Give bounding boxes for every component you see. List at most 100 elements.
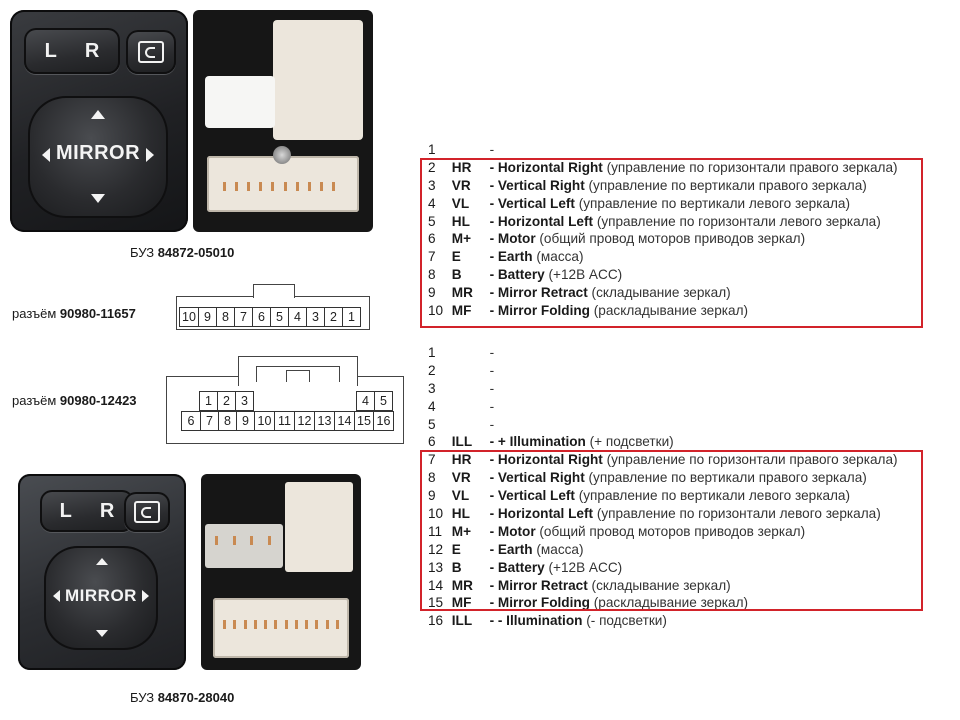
connector-housing-upper: [273, 20, 363, 140]
pinout-row: 9 VL - Vertical Left (управление по верт…: [428, 487, 898, 505]
pin-description: (общий провод моторов приводов зеркал): [539, 523, 806, 539]
connector-pins-latch: [215, 536, 271, 545]
key-label-l: L: [44, 39, 57, 62]
connector-10-pin: 8: [216, 307, 235, 327]
pin-description: (складывание зеркал): [591, 285, 731, 301]
pin-code: VL: [451, 488, 470, 504]
pinout-list-10-pin: 1 -2 HR - Horizontal Right (управление п…: [428, 141, 898, 320]
pin-number: 1: [428, 142, 436, 157]
pin-description: (управление по горизонтали правого зерка…: [606, 159, 898, 175]
pin-description: (раскладывание зеркал): [593, 595, 749, 611]
pin-number: 3: [428, 380, 436, 396]
connector-16-pin: 16: [373, 411, 394, 431]
arrow-left-icon: [42, 148, 50, 162]
pin-number: 12: [428, 541, 444, 557]
pin-number: 1: [428, 345, 436, 360]
pin-function: - Motor: [489, 231, 536, 247]
pinout-row: 13 B - Battery (+12В ACC): [428, 559, 898, 577]
pin-number: 2: [428, 159, 436, 175]
connector-16-pin: 11: [274, 411, 295, 431]
arrow-left-icon: [53, 590, 60, 602]
pin-number: 16: [428, 613, 444, 629]
mirror-fold-icon: [138, 41, 164, 63]
pinout-row: 2 HR - Horizontal Right (управление по г…: [428, 159, 898, 177]
pin-number: 10: [428, 303, 444, 319]
connector-10-caption: разъём 90980-11657: [12, 306, 136, 321]
arrow-up-icon: [91, 110, 105, 119]
pin-function: - Battery: [489, 559, 545, 575]
pin-number: 3: [428, 177, 436, 193]
connector-10-pin: 6: [252, 307, 271, 327]
pin-description: (общий провод моторов приводов зеркал): [539, 231, 806, 247]
pin-number: 7: [428, 452, 436, 468]
pin-code: E: [451, 541, 461, 557]
connector-16-pin: 1: [199, 391, 218, 411]
key-label-l: L: [59, 499, 72, 522]
highlight-box-16-pin: [420, 450, 923, 611]
connector-10-pins: 10 9 8 7 6 5 4 3 2 1: [179, 307, 361, 327]
pinout-row: 16 ILL - - Illumination (- подсветки): [428, 612, 898, 630]
pin-description: (управление по вертикали левого зеркала): [578, 488, 851, 504]
mirror-label: MIRROR: [55, 142, 141, 164]
key-label-r: R: [99, 499, 115, 522]
mirror-adjust-pad: MIRROR: [44, 546, 158, 650]
connector-16-pin: 6: [181, 411, 201, 431]
switch-photo-84872-05010: L R MIRROR: [10, 10, 188, 232]
pin-function: - - Illumination: [489, 613, 583, 629]
pinout-row: 4 -: [428, 398, 898, 416]
pin-function: - Mirror Folding: [489, 303, 590, 319]
highlight-box-10-pin: [420, 158, 923, 328]
pin-code: B: [451, 559, 462, 575]
pin-function: - Motor: [489, 523, 536, 539]
connector-16-pin: 2: [217, 391, 236, 411]
pin-code: ILL: [451, 434, 473, 450]
mirror-fold-key: [126, 30, 176, 74]
pin-description: (- подсветки): [586, 613, 667, 629]
connector-16-pin: 7: [200, 411, 219, 431]
connector-16-pin: 4: [356, 391, 375, 411]
connector-16-pin: 8: [218, 411, 237, 431]
arrow-right-icon: [146, 148, 154, 162]
pin-code: E: [451, 249, 461, 265]
pinout-row: 5 HL - Horizontal Left (управление по го…: [428, 213, 898, 231]
pinout-row: 2 -: [428, 362, 898, 380]
pinout-row: 10 HL - Horizontal Left (управление по г…: [428, 505, 898, 523]
pin-number: 9: [428, 488, 436, 504]
connector-16-pins-top-left: 1 2 3: [199, 391, 254, 411]
pin-code: HR: [451, 452, 472, 468]
pinout-list-16-pin: 1 -2 -3 -4 -5 -6 ILL - + Illumination (+…: [428, 344, 898, 630]
connector-16-key: [286, 370, 310, 382]
pin-description: (управление по вертикали правого зеркала…: [588, 177, 867, 193]
pinout-row: 4 VL - Vertical Left (управление по верт…: [428, 195, 898, 213]
pinout-row: 10 MF - Mirror Folding (раскладывание зе…: [428, 302, 898, 320]
pin-code: HR: [451, 159, 472, 175]
pinout-row: 1 -: [428, 141, 898, 159]
pin-number: 14: [428, 577, 444, 593]
pin-function: - Mirror Retract: [489, 577, 588, 593]
pin-number: 10: [428, 506, 444, 522]
pinout-row: 12 E - Earth (масса): [428, 541, 898, 559]
pin-function: - Vertical Right: [489, 470, 585, 486]
pin-function: - Mirror Folding: [489, 595, 590, 611]
pin-code: MF: [451, 595, 472, 611]
connector-16-pins-bottom: 6 7 8 9 10 11 12 13 14 15 16: [181, 411, 394, 431]
pin-function: - Horizontal Right: [489, 159, 603, 175]
mirror-adjust-pad: MIRROR: [28, 96, 168, 218]
pin-code: MR: [451, 285, 473, 301]
pin-number: 11: [428, 523, 443, 539]
connector-pins: [223, 620, 339, 629]
pin-number: 4: [428, 195, 436, 211]
pin-number: 7: [428, 249, 436, 265]
connector-latch: [205, 524, 283, 568]
pin-code: HL: [451, 213, 470, 229]
connector-photo-84872-05010: [193, 10, 373, 232]
mirror-fold-key: [124, 492, 170, 532]
connector-10-pin: 5: [270, 307, 289, 327]
pin-function: - Vertical Left: [489, 195, 575, 211]
pin-code: VL: [451, 195, 470, 211]
pinout-row: 9 MR - Mirror Retract (складывание зерка…: [428, 284, 898, 302]
pin-code: M+: [451, 231, 472, 247]
pinout-row: 3 -: [428, 380, 898, 398]
connector-16-pin: 5: [374, 391, 393, 411]
screw-icon: [273, 146, 291, 164]
